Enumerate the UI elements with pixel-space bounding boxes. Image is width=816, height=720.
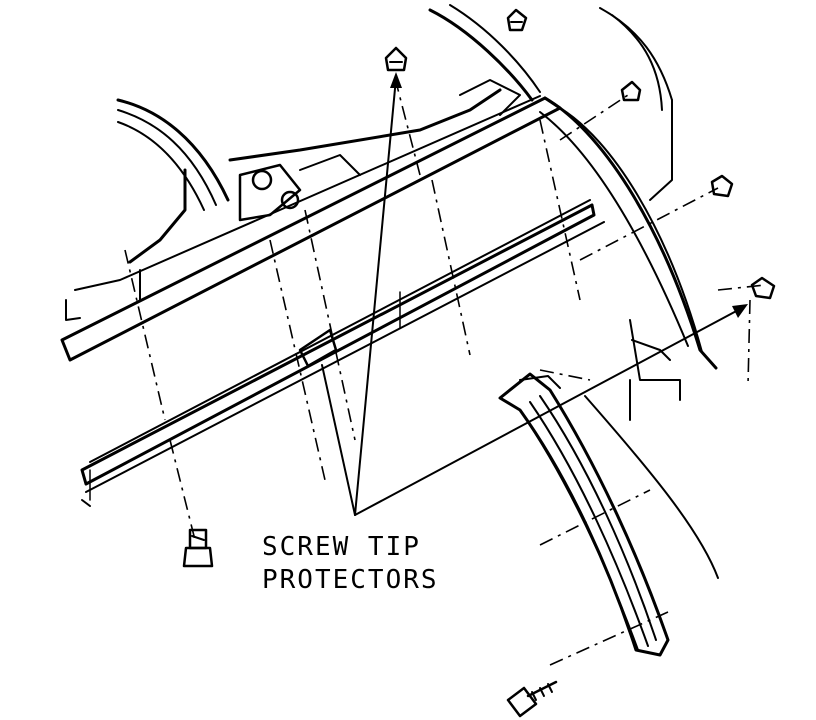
screw-tip-protector-right-middle xyxy=(710,174,734,198)
alignment-lines xyxy=(124,77,766,666)
roof-side-rail xyxy=(60,95,562,362)
screw-tip-protectors-label: SCREW TIP PROTECTORS xyxy=(262,532,439,595)
label-line-1: SCREW TIP xyxy=(262,532,421,562)
rear-pillar-panel xyxy=(539,96,718,421)
screw-tip-protector-right-upper xyxy=(620,80,642,102)
screw-lower-left xyxy=(182,528,214,568)
screw-bottom xyxy=(506,680,558,718)
hinge-mechanism xyxy=(228,79,521,222)
screw-tip-protector-top-left xyxy=(384,46,408,72)
screw-tip-protector-top xyxy=(506,8,528,32)
windshield-pillar xyxy=(428,4,673,201)
label-line-2: PROTECTORS xyxy=(262,565,439,595)
screw-tip-protector-right-lower xyxy=(750,276,776,300)
callout-leaders xyxy=(321,72,748,516)
door-window-frame xyxy=(116,98,230,264)
quarter-trim-piece xyxy=(498,372,719,657)
